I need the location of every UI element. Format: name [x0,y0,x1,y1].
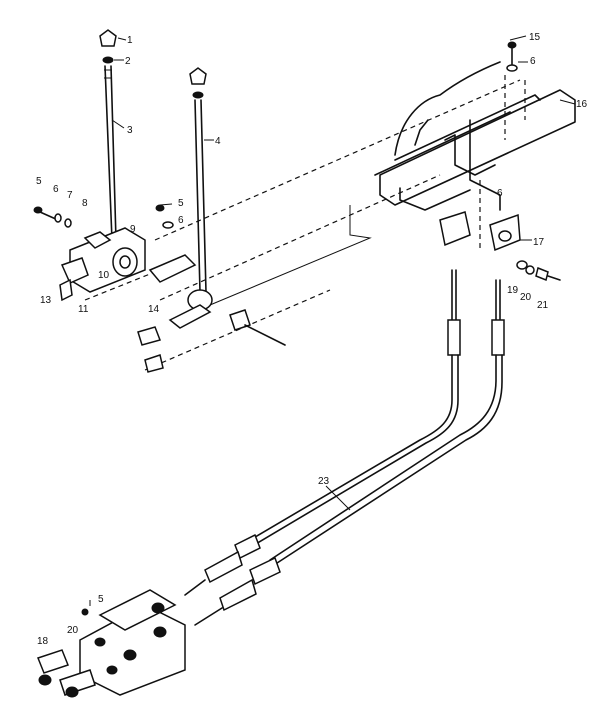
callout-5-lower: 5 [98,594,104,605]
callouts: 1 2 3 4 5 5 5 6 6 6 6 7 8 9 10 11 13 14 … [36,32,588,647]
callout-18: 18 [37,636,49,647]
callout-16: 16 [576,99,588,110]
bolt-left [33,206,72,228]
control-cables [184,269,505,626]
callout-20-lower: 20 [67,625,79,636]
lever-bracket-assembly [59,227,286,373]
callout-17: 17 [533,237,545,248]
lower-bracket-assembly [37,589,186,698]
callout-15: 15 [529,32,541,43]
callout-5-left: 5 [36,176,42,187]
callout-20-right: 20 [520,292,532,303]
callout-9: 9 [130,224,136,235]
cable-bracket-right [439,41,561,282]
callout-6-left: 6 [53,184,59,195]
callout-6-right: 6 [497,188,503,199]
leader-lines [89,35,576,606]
callout-23: 23 [318,476,330,487]
callout-8: 8 [82,198,88,209]
callout-19: 19 [507,285,519,296]
callout-7: 7 [67,190,73,201]
callout-6-center: 6 [178,215,184,226]
bolt-center [155,204,174,229]
callout-21: 21 [537,300,549,311]
floor-frame-plate [374,61,576,211]
callout-2: 2 [125,56,131,67]
shift-lever-right [189,67,207,293]
callout-1: 1 [127,35,133,46]
callout-6-top-right: 6 [530,56,536,67]
callout-11: 11 [78,304,89,315]
callout-14: 14 [148,304,160,315]
callout-5-center: 5 [178,198,184,209]
callout-13: 13 [40,295,52,306]
callout-3: 3 [127,125,133,136]
shift-lever-left [99,29,117,241]
callout-10: 10 [98,270,110,281]
callout-4: 4 [215,136,221,147]
